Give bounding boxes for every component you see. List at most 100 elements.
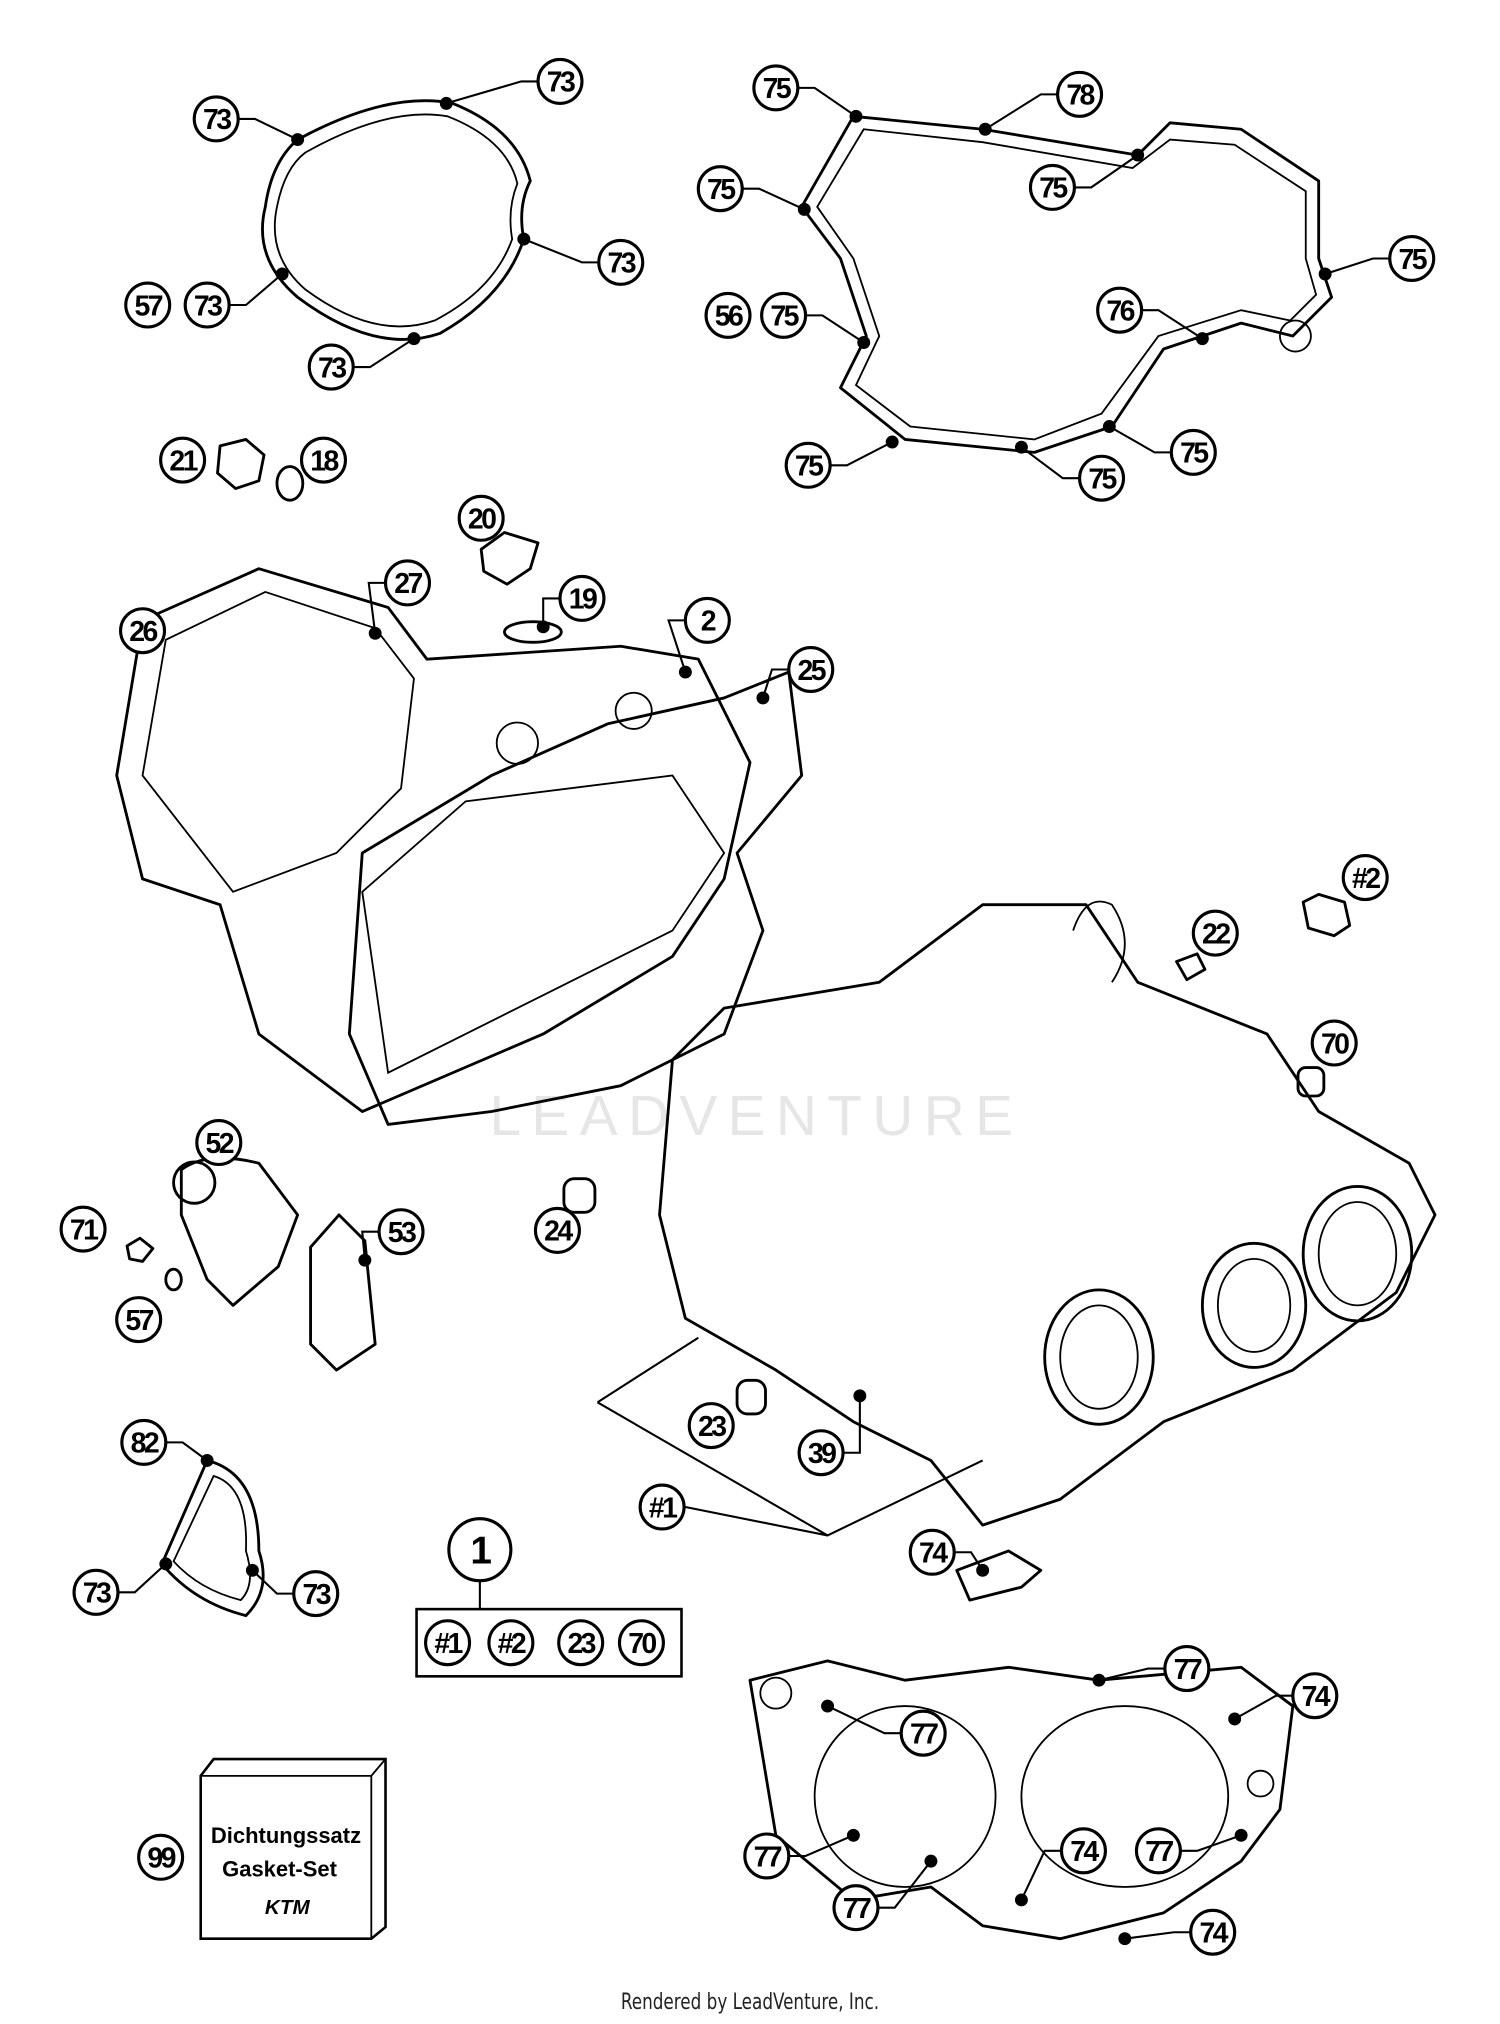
kit-item-no2: #2	[487, 1619, 535, 1667]
leader-dot	[976, 1563, 990, 1577]
callout-label: 78	[1066, 80, 1094, 112]
leader-dot	[407, 332, 421, 346]
callout-77: 77	[832, 1884, 880, 1932]
small-parts	[125, 892, 1352, 1602]
callout-20: 20	[457, 494, 505, 542]
gasket-set-label-en: Gasket-Set	[222, 1857, 337, 1882]
callout-circle	[1169, 428, 1217, 476]
crankcase-gasket	[748, 1659, 1295, 1941]
callout-label: 22	[1202, 918, 1230, 950]
callout-circle	[617, 1619, 665, 1667]
callout-82: 82	[120, 1418, 168, 1466]
callout-78: 78	[1056, 70, 1104, 118]
callout-label: 73	[194, 290, 222, 322]
leader-dot	[517, 232, 531, 246]
callout-circle	[292, 1570, 340, 1618]
leader-dot	[1131, 148, 1145, 162]
gasket-set-label-de: Dichtungssatz	[211, 1823, 361, 1848]
callout-circle	[299, 436, 348, 484]
callout-26: 26	[119, 607, 167, 655]
leader-dot	[275, 267, 289, 281]
leader-dot	[849, 109, 863, 123]
callout-label: 1	[470, 1529, 491, 1572]
callout-circle	[908, 1528, 956, 1576]
callout-circle	[1341, 854, 1389, 902]
callout-label: 75	[1399, 244, 1428, 276]
callout-circle	[533, 1206, 581, 1254]
callout-75: 75	[696, 165, 744, 213]
callout-52: 52	[195, 1119, 243, 1167]
callout-circle	[159, 436, 207, 484]
callout-label: 52	[206, 1128, 234, 1160]
ignition-cover-gasket	[261, 99, 532, 341]
clutch-cover-gasket	[800, 114, 1334, 454]
callout-circle	[797, 1429, 845, 1477]
callout-label: 75	[763, 73, 792, 105]
callout-22: 22	[1191, 909, 1239, 957]
callout-71: 71	[59, 1205, 107, 1253]
callout-99: 99	[137, 1833, 185, 1881]
callout-label: 73	[203, 104, 231, 136]
callout-circle	[787, 645, 835, 694]
callout-73: 73	[536, 57, 584, 105]
kit-item-70: 70	[617, 1619, 665, 1667]
callout-circle	[704, 291, 752, 339]
callout-73: 73	[192, 95, 240, 143]
callout-circle	[760, 291, 808, 339]
clutch-cover	[115, 567, 752, 1113]
oil-plug-and-washers	[216, 438, 563, 644]
water-pump-gasket	[160, 1459, 265, 1618]
callout-77: 77	[1134, 1827, 1182, 1875]
kit-item-no1: #1	[424, 1619, 472, 1667]
callout-circle	[72, 1568, 120, 1616]
callout-label: 71	[70, 1214, 99, 1246]
cover-gasket	[347, 670, 804, 1126]
callout-label: 73	[318, 352, 346, 384]
callout-circle	[457, 494, 505, 542]
callout-25: 25	[787, 645, 835, 694]
callout-73: 73	[292, 1570, 340, 1618]
callout-75: 75	[1169, 428, 1217, 476]
callout-circle	[487, 1619, 535, 1667]
callout-circle	[195, 1119, 243, 1167]
leader-dot	[245, 1563, 259, 1577]
callout-circle	[557, 1619, 605, 1667]
leader-dot	[853, 1389, 867, 1403]
callout-57: 57	[115, 1296, 163, 1344]
callout-label: 77	[1174, 1654, 1202, 1686]
leader-dot	[1092, 1673, 1106, 1687]
leader-dot	[1318, 267, 1332, 281]
callout-73: 73	[597, 238, 645, 286]
callout-75: 75	[784, 441, 832, 489]
callout-77: 77	[899, 1709, 947, 1757]
callout-circle	[424, 1619, 472, 1667]
callout-74: 74	[1059, 1827, 1107, 1875]
leader-dot	[1118, 1932, 1132, 1946]
callout-label: #1	[649, 1492, 678, 1524]
watermark: LEADVENTURE	[489, 1085, 1023, 1148]
callout-label: 20	[468, 504, 496, 536]
callout-circle	[597, 238, 645, 286]
callout-circle	[1028, 163, 1076, 211]
callout-circle	[1310, 1019, 1358, 1067]
water-pump-cover	[172, 1156, 377, 1372]
callout-label: 70	[1321, 1028, 1349, 1060]
leader-dot	[846, 1828, 860, 1842]
crankcase	[658, 900, 1437, 1527]
callout-label: 56	[715, 301, 743, 333]
leader-dot	[159, 1557, 173, 1571]
callout-label: 53	[388, 1217, 416, 1249]
callout-19: 19	[558, 574, 606, 622]
callout-label: 82	[131, 1428, 159, 1460]
callout-75: 75	[1078, 454, 1126, 502]
callout-74: 74	[908, 1528, 956, 1576]
callout-circle	[683, 596, 731, 644]
callout-circle	[1056, 70, 1104, 118]
callout-circle	[1134, 1827, 1182, 1875]
callout-label: 74	[1070, 1836, 1099, 1868]
callout-circle	[1191, 909, 1239, 957]
leader-dot	[821, 1699, 835, 1713]
ktm-logo: KTM	[265, 1896, 311, 1919]
